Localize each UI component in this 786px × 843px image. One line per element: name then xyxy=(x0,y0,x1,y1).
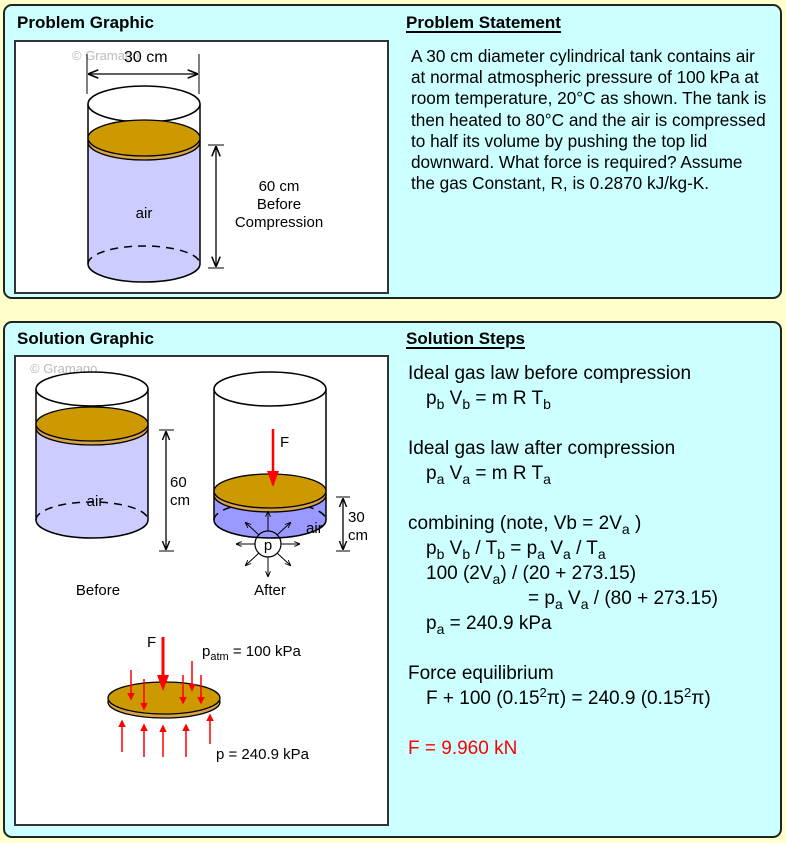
solution-steps-title: Solution Steps xyxy=(406,329,525,348)
after-caption: After xyxy=(254,582,286,599)
before-caption: Before xyxy=(76,582,120,599)
fbd-patm-sub: atm xyxy=(210,651,228,663)
before-top-rim xyxy=(35,371,149,407)
step1-title: Ideal gas law before compression xyxy=(408,363,692,384)
after-height-unit: cm xyxy=(348,527,368,544)
problem-graphic: © Gramago 30 cm air 60 cm Before Comp xyxy=(14,40,389,294)
air-volume xyxy=(88,142,200,282)
final-answer: F = 9.960 kN xyxy=(408,738,518,759)
after-top-rim xyxy=(213,371,327,407)
solution-steps: Ideal gas law before compression pb Vb =… xyxy=(408,361,718,761)
before-cylinder: air 60 cm Before xyxy=(35,371,190,599)
step3-line3: = pa Va / (80 + 273.15) xyxy=(528,588,718,612)
after-air-label: air xyxy=(306,520,323,537)
fbd-atm-pressure-arrows xyxy=(127,661,205,711)
solution-panel: Solution Graphic Solution Steps © Gramag… xyxy=(3,321,782,838)
problem-statement-text: A 30 cm diameter cylindrical tank contai… xyxy=(411,46,767,194)
pressure-arrows xyxy=(237,512,299,576)
problem-panel: Problem Graphic Problem Statement © Gram… xyxy=(3,4,782,299)
height-label-compression: Compression xyxy=(235,214,323,231)
solution-diagram: © Gramago air 60 cm Before xyxy=(30,361,368,763)
height-label: 60 cm xyxy=(259,178,300,195)
after-force-arrowhead xyxy=(267,471,279,487)
step2-equation: pa Va = m R Ta xyxy=(426,463,551,487)
step3-line2: 100 (2Va) / (20 + 273.15) xyxy=(426,563,637,587)
problem-statement-title: Problem Statement xyxy=(406,13,561,32)
tank-top-rim xyxy=(87,85,201,123)
step4-equation: F + 100 (0.152π) = 240.9 (0.152π) xyxy=(426,685,711,709)
step3-line1: pb Vb / Tb = pa Va / Ta xyxy=(426,538,606,562)
before-height-value: 60 xyxy=(170,474,187,491)
after-lid xyxy=(213,473,327,509)
before-air-label: air xyxy=(87,493,104,510)
before-height-unit: cm xyxy=(170,492,190,509)
solution-graphic-title: Solution Graphic xyxy=(17,329,154,348)
fbd-gas-pressure-arrows xyxy=(118,713,214,757)
spacer xyxy=(408,711,718,736)
fbd-force-label: F xyxy=(147,634,156,651)
fbd-force-arrowhead xyxy=(157,675,169,691)
air-label: air xyxy=(136,205,153,222)
solution-graphic: © Gramago air 60 cm Before xyxy=(14,355,389,826)
step4-title: Force equilibrium xyxy=(408,663,554,684)
before-air-volume xyxy=(36,429,148,538)
before-lid xyxy=(35,406,149,442)
after-force-label: F xyxy=(280,434,289,451)
after-cylinder: F p air 30 cm xyxy=(213,371,368,599)
fbd-patm-base: p xyxy=(202,643,210,660)
step3-result: pa = 240.9 kPa xyxy=(426,613,552,637)
pressure-label: p xyxy=(264,537,272,554)
fbd-gas-pressure-label: p = 240.9 kPa xyxy=(216,746,310,763)
problem-graphic-title: Problem Graphic xyxy=(17,13,154,32)
diameter-label: 30 cm xyxy=(124,49,168,66)
spacer xyxy=(408,636,718,661)
step1-equation: pb Vb = m R Tb xyxy=(426,388,551,412)
fbd-patm-value: = 100 kPa xyxy=(229,643,302,660)
fbd-patm-label: patm = 100 kPa xyxy=(202,643,301,663)
height-label-before: Before xyxy=(257,196,301,213)
after-height-value: 30 xyxy=(348,509,365,526)
tank-bottom-hidden xyxy=(87,245,201,265)
spacer xyxy=(408,411,718,436)
step3-title: combining (note, Vb = 2Va ) xyxy=(408,513,642,537)
lid xyxy=(87,119,201,157)
problem-tank-diagram: © Gramago 30 cm air 60 cm Before Comp xyxy=(72,48,323,283)
tank-bottom xyxy=(87,263,201,283)
watermark: © Gramago xyxy=(72,48,139,63)
step2-title: Ideal gas law after compression xyxy=(408,438,676,459)
spacer xyxy=(408,486,718,511)
lid-free-body-diagram: F patm = 100 kPa p = xyxy=(107,634,310,763)
